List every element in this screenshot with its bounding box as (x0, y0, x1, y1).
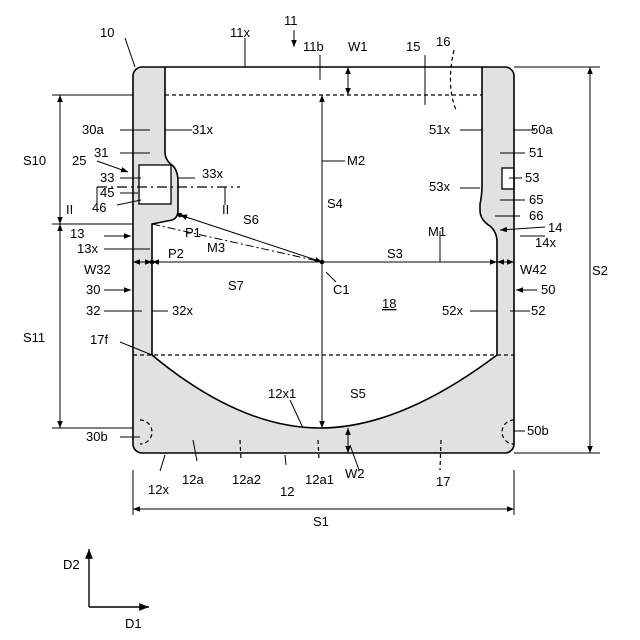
point-p1 (178, 213, 183, 218)
label-12: 12 (280, 484, 294, 499)
label-32x: 32x (172, 303, 193, 318)
label-46: 46 (92, 200, 106, 215)
label-17: 17 (436, 474, 450, 489)
label-10: 10 (100, 25, 114, 40)
point-c1 (320, 260, 325, 265)
label-m2: M2 (347, 153, 365, 168)
label-13: 13 (70, 226, 84, 241)
label-11: 11 (284, 13, 298, 28)
label-32: 32 (86, 303, 100, 318)
label-12x: 12x (148, 482, 169, 497)
recess-25 (139, 165, 171, 204)
label-52x: 52x (442, 303, 463, 318)
label-12a2: 12a2 (232, 472, 261, 487)
label-66: 66 (529, 208, 543, 223)
label-14: 14 (548, 220, 562, 235)
label-50b: 50b (527, 423, 549, 438)
label-45: 45 (100, 185, 114, 200)
label-w2: W2 (345, 466, 365, 481)
label-15: 15 (406, 39, 420, 54)
label-11x: 11x (230, 25, 250, 40)
label-30b: 30b (86, 429, 108, 444)
label-s7: S7 (228, 278, 244, 293)
label-ii-right: II (222, 202, 229, 217)
label-31x: 31x (192, 122, 213, 137)
label-14x: 14x (535, 235, 556, 250)
bottom-seal (133, 355, 514, 453)
label-51x: 51x (429, 122, 450, 137)
label-s4: S4 (327, 196, 343, 211)
label-11b: 11b (303, 39, 324, 54)
label-m1: M1 (428, 224, 446, 239)
label-52: 52 (531, 303, 545, 318)
label-d2: D2 (63, 557, 80, 572)
label-33: 33 (100, 170, 114, 185)
label-s10: S10 (23, 153, 46, 168)
label-33x: 33x (202, 166, 223, 181)
label-53x: 53x (429, 179, 450, 194)
label-c1: C1 (333, 282, 350, 297)
label-30: 30 (86, 282, 100, 297)
label-w32: W32 (84, 262, 111, 277)
label-31: 31 (94, 145, 108, 160)
label-12x1: 12x1 (268, 386, 296, 401)
label-50: 50 (541, 282, 555, 297)
label-25: 25 (72, 153, 86, 168)
labels: 10 11 11x 11b W1 15 16 30a 31x 31 S10 25… (23, 13, 608, 631)
label-51: 51 (529, 145, 543, 160)
leader-16 (450, 50, 456, 110)
label-s5: S5 (350, 386, 366, 401)
label-ii-left: II (66, 202, 73, 217)
label-s3: S3 (387, 246, 403, 261)
label-w1: W1 (348, 39, 368, 54)
orientation-axes (89, 549, 149, 607)
label-w42: W42 (520, 262, 547, 277)
label-p2: P2 (168, 246, 184, 261)
label-s1: S1 (313, 514, 329, 529)
label-p1: P1 (185, 225, 201, 240)
label-s2: S2 (592, 263, 608, 278)
label-17f: 17f (90, 332, 108, 347)
label-12a1: 12a1 (305, 472, 334, 487)
label-d1: D1 (125, 616, 142, 631)
label-16: 16 (436, 34, 450, 49)
label-s6: S6 (243, 212, 259, 227)
label-50a: 50a (531, 122, 553, 137)
point-p2 (150, 260, 155, 265)
shaded-regions (133, 67, 514, 453)
label-13x: 13x (77, 241, 98, 256)
label-65: 65 (529, 192, 543, 207)
label-m3: M3 (207, 240, 225, 255)
label-18: 18 (382, 296, 396, 311)
label-12a: 12a (182, 472, 204, 487)
label-30a: 30a (82, 122, 104, 137)
label-s11: S11 (23, 330, 45, 345)
label-53: 53 (525, 170, 539, 185)
